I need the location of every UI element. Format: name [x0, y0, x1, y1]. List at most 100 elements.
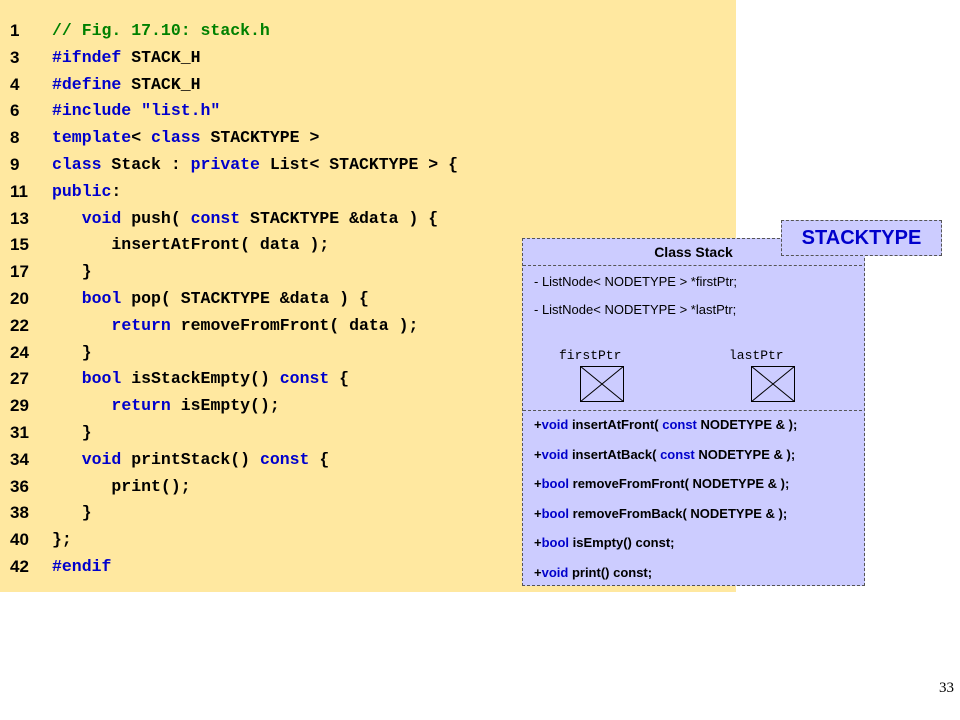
code-token: {: [309, 449, 330, 469]
code-text: bool isStackEmpty() const {: [52, 365, 349, 392]
uml-operation-part: +: [534, 505, 542, 521]
line-number: 40: [10, 530, 29, 550]
code-text: class Stack : private List< STACKTYPE > …: [52, 151, 458, 178]
code-text: bool pop( STACKTYPE &data ) {: [52, 285, 369, 312]
code-text: #ifndef STACK_H: [52, 44, 201, 71]
code-token: :: [111, 181, 122, 201]
code-token: };: [52, 530, 72, 550]
code-token: #include: [52, 101, 132, 121]
null-pointer-box-first: [580, 366, 624, 402]
code-token: }: [52, 262, 92, 282]
uml-operation: +bool removeFromFront( NODETYPE & );: [534, 476, 789, 491]
code-line: 3 #ifndef STACK_H: [0, 44, 736, 71]
uml-operation-part: void: [541, 564, 569, 580]
uml-operation-part: print() const;: [568, 564, 653, 580]
uml-class-diagram: Class Stack - ListNode< NODETYPE > *firs…: [522, 238, 865, 586]
code-token: STACK_H: [121, 74, 201, 94]
code-token: public: [52, 181, 112, 201]
code-token: push(: [121, 208, 191, 228]
code-line: 15 insertAtFront( data );: [0, 231, 736, 258]
code-text: // Fig. 17.10: stack.h: [52, 17, 270, 44]
code-token: [131, 101, 141, 120]
code-text: }: [52, 419, 92, 446]
uml-operation-part: bool: [541, 476, 570, 491]
code-token: STACK_H: [121, 47, 201, 67]
code-token: [52, 450, 82, 469]
line-number: 1: [10, 21, 20, 40]
line-number: 31: [10, 423, 29, 442]
line-number: 20: [10, 289, 29, 308]
code-line: 36 print();: [0, 473, 736, 500]
code-line: 24 }: [0, 339, 736, 366]
line-number: 4: [10, 74, 20, 94]
line-number: 36: [10, 476, 29, 496]
code-token: // Fig. 17.10: stack.h: [52, 21, 270, 40]
code-text: template< class STACKTYPE >: [52, 124, 319, 151]
code-token: bool: [81, 289, 122, 308]
code-token: template: [52, 128, 132, 148]
line-number: 15: [10, 235, 29, 255]
uml-operation-part: bool: [541, 535, 570, 550]
uml-operation-part: const: [662, 417, 697, 432]
code-token: #endif: [52, 557, 112, 576]
code-token: return: [111, 315, 171, 335]
code-token: #ifndef: [52, 47, 122, 67]
code-token: class: [52, 155, 102, 174]
code-token: removeFromFront( data );: [170, 315, 419, 335]
uml-operation-part: removeFromBack( NODETYPE & );: [569, 505, 788, 521]
code-token: private: [190, 155, 260, 174]
code-token: print();: [52, 476, 191, 496]
uml-operation-part: insertAtFront(: [568, 417, 663, 432]
code-token: <: [131, 128, 152, 148]
uml-operation: +void insertAtFront( const NODETYPE & );: [534, 417, 797, 432]
code-text: return isEmpty();: [52, 392, 279, 419]
page-number: 33: [939, 680, 954, 696]
code-line: 34 void printStack() const {: [0, 446, 736, 473]
code-line: 40};: [0, 526, 736, 553]
line-number: 11: [10, 181, 28, 201]
uml-operation: +bool removeFromBack( NODETYPE & );: [534, 506, 787, 521]
code-token: void: [81, 208, 122, 228]
code-token: [52, 396, 111, 415]
code-token: STACKTYPE &data ) {: [240, 208, 439, 228]
code-token: "list.h": [141, 101, 221, 121]
code-line: 22 return removeFromFront( data );: [0, 312, 736, 339]
code-line: 6 #include "list.h": [0, 97, 736, 124]
uml-operation-part: const: [660, 446, 695, 462]
code-text: void push( const STACKTYPE &data ) {: [52, 205, 438, 232]
code-text: }: [52, 339, 92, 366]
line-number: 42: [10, 557, 29, 576]
line-number: 8: [10, 128, 20, 148]
code-line: 4#define STACK_H: [0, 71, 736, 98]
code-line: 1 // Fig. 17.10: stack.h: [0, 17, 736, 44]
uml-operation-part: isEmpty() const;: [569, 535, 675, 550]
pointer-label-last: lastPtr: [729, 348, 784, 363]
uml-operation-part: +: [534, 564, 542, 580]
code-token: [52, 316, 111, 335]
code-token: const: [190, 208, 241, 228]
uml-operation: +void insertAtBack( const NODETYPE & );: [534, 447, 795, 462]
line-number: 17: [10, 262, 29, 282]
code-token: class: [151, 128, 201, 148]
code-line: 11 public:: [0, 178, 736, 205]
line-number: 6: [10, 101, 20, 121]
line-number: 9: [10, 155, 20, 174]
uml-operation-part: NODETYPE & );: [696, 417, 798, 432]
uml-operation: +bool isEmpty() const;: [534, 535, 675, 550]
code-token: [52, 209, 82, 228]
line-number: 3: [10, 47, 20, 67]
code-line: 31 }: [0, 419, 736, 446]
code-token: Stack :: [101, 155, 191, 174]
uml-operation-part: insertAtBack(: [568, 446, 661, 462]
code-text: };: [52, 526, 72, 553]
uml-operations: +void insertAtFront( const NODETYPE & );…: [523, 410, 862, 586]
code-token: STACKTYPE >: [200, 128, 320, 148]
uml-operation-part: +: [534, 476, 542, 491]
null-pointer-box-last: [751, 366, 795, 402]
code-text: print();: [52, 473, 191, 500]
code-text: }: [52, 258, 92, 285]
code-line: 17 }: [0, 258, 736, 285]
code-token: isStackEmpty(): [121, 369, 280, 389]
code-line: 42 #endif: [0, 553, 736, 580]
code-line: 9 class Stack : private List< STACKTYPE >…: [0, 151, 736, 178]
